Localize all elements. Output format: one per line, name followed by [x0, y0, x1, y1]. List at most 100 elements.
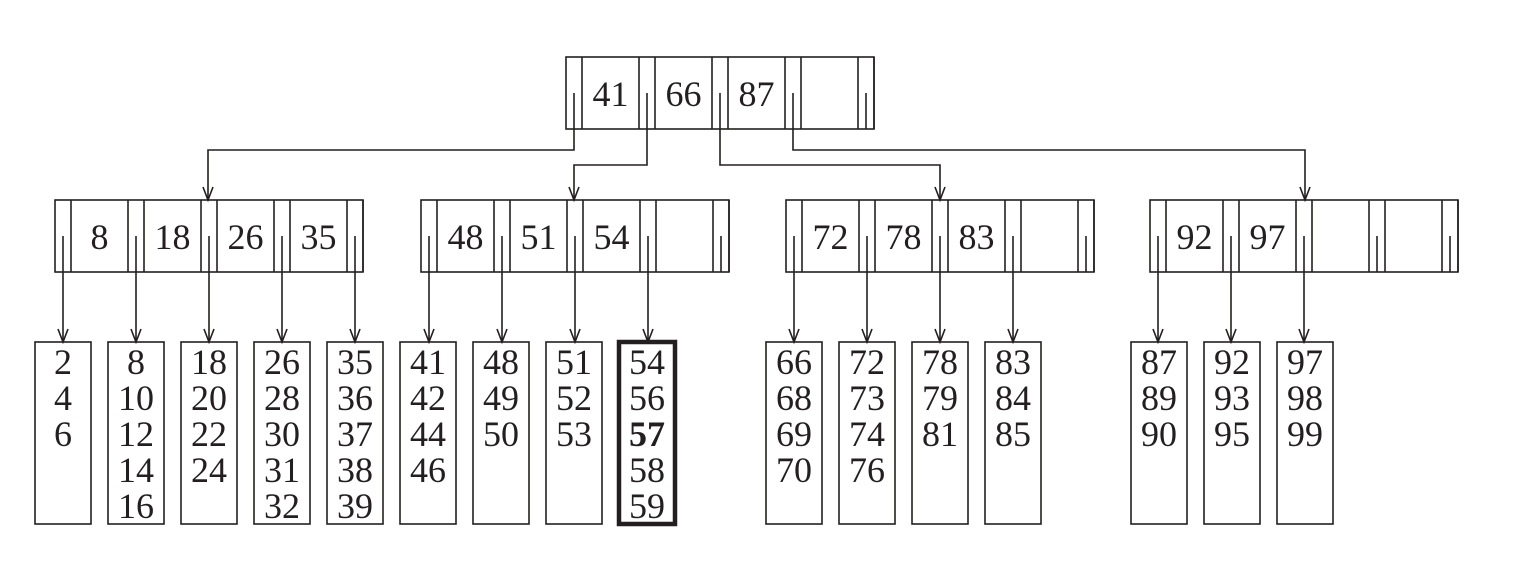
arrow-head — [568, 186, 580, 203]
arrow-head — [57, 328, 69, 345]
leaf-value: 81 — [922, 414, 958, 454]
leaf-value: 10 — [118, 378, 154, 418]
leaf-value: 32 — [264, 486, 300, 526]
leaf-value: 85 — [995, 414, 1031, 454]
leaf-value: 12 — [118, 414, 154, 454]
leaf-value: 6 — [54, 414, 72, 454]
leaf-value: 90 — [1141, 414, 1177, 454]
arrow-head — [642, 328, 654, 345]
arrow-head — [496, 328, 508, 345]
arrow-head — [202, 186, 214, 203]
leaf-value: 84 — [995, 378, 1031, 418]
leaf-box-9 — [616, 339, 678, 527]
root-to-internal-edge-2 — [573, 129, 648, 200]
arrow-head — [934, 186, 946, 203]
arrow-head — [130, 328, 142, 345]
leaf-value: 92 — [1214, 342, 1250, 382]
leaf-value: 30 — [264, 414, 300, 454]
leaf-value: 46 — [410, 450, 446, 490]
leaf-value: 36 — [337, 378, 373, 418]
leaf-value: 20 — [191, 378, 227, 418]
leaf-value: 59 — [629, 486, 665, 526]
root-node-key: 41 — [593, 74, 629, 114]
arrow-head — [1225, 328, 1237, 345]
leaf-value: 14 — [118, 450, 154, 490]
internal-node-2-key: 48 — [448, 217, 484, 257]
arrow-head — [1299, 186, 1311, 203]
leaf-value: 51 — [556, 342, 592, 382]
leaf-value: 97 — [1287, 342, 1323, 382]
leaf-value: 69 — [776, 414, 812, 454]
leaf-value: 54 — [629, 342, 665, 382]
leaf-value: 56 — [629, 378, 665, 418]
leaf-value: 41 — [410, 342, 446, 382]
internal-node-1-key: 18 — [155, 217, 191, 257]
leaf-value: 76 — [849, 450, 885, 490]
leaf-value: 2 — [54, 342, 72, 382]
leaf-value: 83 — [995, 342, 1031, 382]
leaf-value: 42 — [410, 378, 446, 418]
internal-node-4-key: 92 — [1177, 217, 1213, 257]
leaf-value: 93 — [1214, 378, 1250, 418]
arrow-head — [1152, 328, 1164, 345]
root-node-key: 66 — [666, 74, 702, 114]
leaf-box-16 — [1276, 341, 1334, 525]
leaf-value: 70 — [776, 450, 812, 490]
leaf-value: 50 — [483, 414, 519, 454]
arrow-head — [861, 328, 873, 345]
leaf-value: 73 — [849, 378, 885, 418]
arrow-head — [934, 328, 946, 345]
internal-node-1-key: 35 — [301, 217, 337, 257]
arrow-head — [203, 328, 215, 345]
internal-node-2-key: 51 — [521, 217, 557, 257]
leaf-value: 28 — [264, 378, 300, 418]
leaf-value: 74 — [849, 414, 885, 454]
leaf-value: 87 — [1141, 342, 1177, 382]
leaf-value: 79 — [922, 378, 958, 418]
leaf-value: 98 — [1287, 378, 1323, 418]
leaf-value: 31 — [264, 450, 300, 490]
leaf-value: 49 — [483, 378, 519, 418]
leaf-box-7 — [472, 341, 530, 525]
internal-node-3-key: 72 — [813, 217, 849, 257]
leaf-value: 22 — [191, 414, 227, 454]
leaf-value: 89 — [1141, 378, 1177, 418]
leaf-box-8 — [545, 341, 603, 525]
leaf-value: 38 — [337, 450, 373, 490]
arrow-head — [788, 328, 800, 345]
leaf-value: 26 — [264, 342, 300, 382]
leaf-value: 37 — [337, 414, 373, 454]
leaf-value: 16 — [118, 486, 154, 526]
internal-node-2-key: 54 — [594, 217, 630, 257]
internal-node-1-key: 26 — [228, 217, 264, 257]
root-node-key: 87 — [739, 74, 775, 114]
leaf-box-6 — [399, 341, 457, 525]
root-to-internal-edge-4 — [792, 129, 1306, 200]
leaf-box-15 — [1203, 341, 1261, 525]
arrow-head — [1298, 328, 1310, 345]
leaf-value: 99 — [1287, 414, 1323, 454]
leaf-value: 18 — [191, 342, 227, 382]
leaf-value: 72 — [849, 342, 885, 382]
root-to-internal-edge-1 — [207, 129, 575, 200]
internal-node-4-key: 97 — [1250, 217, 1286, 257]
arrow-head — [569, 328, 581, 345]
arrow-head — [349, 328, 361, 345]
leaf-value: 35 — [337, 342, 373, 382]
leaf-value: 24 — [191, 450, 227, 490]
internal-node-3-key: 78 — [886, 217, 922, 257]
internal-node-1-key: 8 — [91, 217, 109, 257]
leaf-box-14 — [1130, 341, 1188, 525]
leaf-value: 95 — [1214, 414, 1250, 454]
root-to-internal-edge-3 — [719, 129, 941, 200]
leaf-value: 57 — [629, 414, 665, 454]
arrow-head — [1007, 328, 1019, 345]
leaf-value: 66 — [776, 342, 812, 382]
internal-node-3-key: 83 — [959, 217, 995, 257]
leaf-value: 39 — [337, 486, 373, 526]
arrow-head — [423, 328, 435, 345]
leaf-value: 58 — [629, 450, 665, 490]
leaf-value: 53 — [556, 414, 592, 454]
